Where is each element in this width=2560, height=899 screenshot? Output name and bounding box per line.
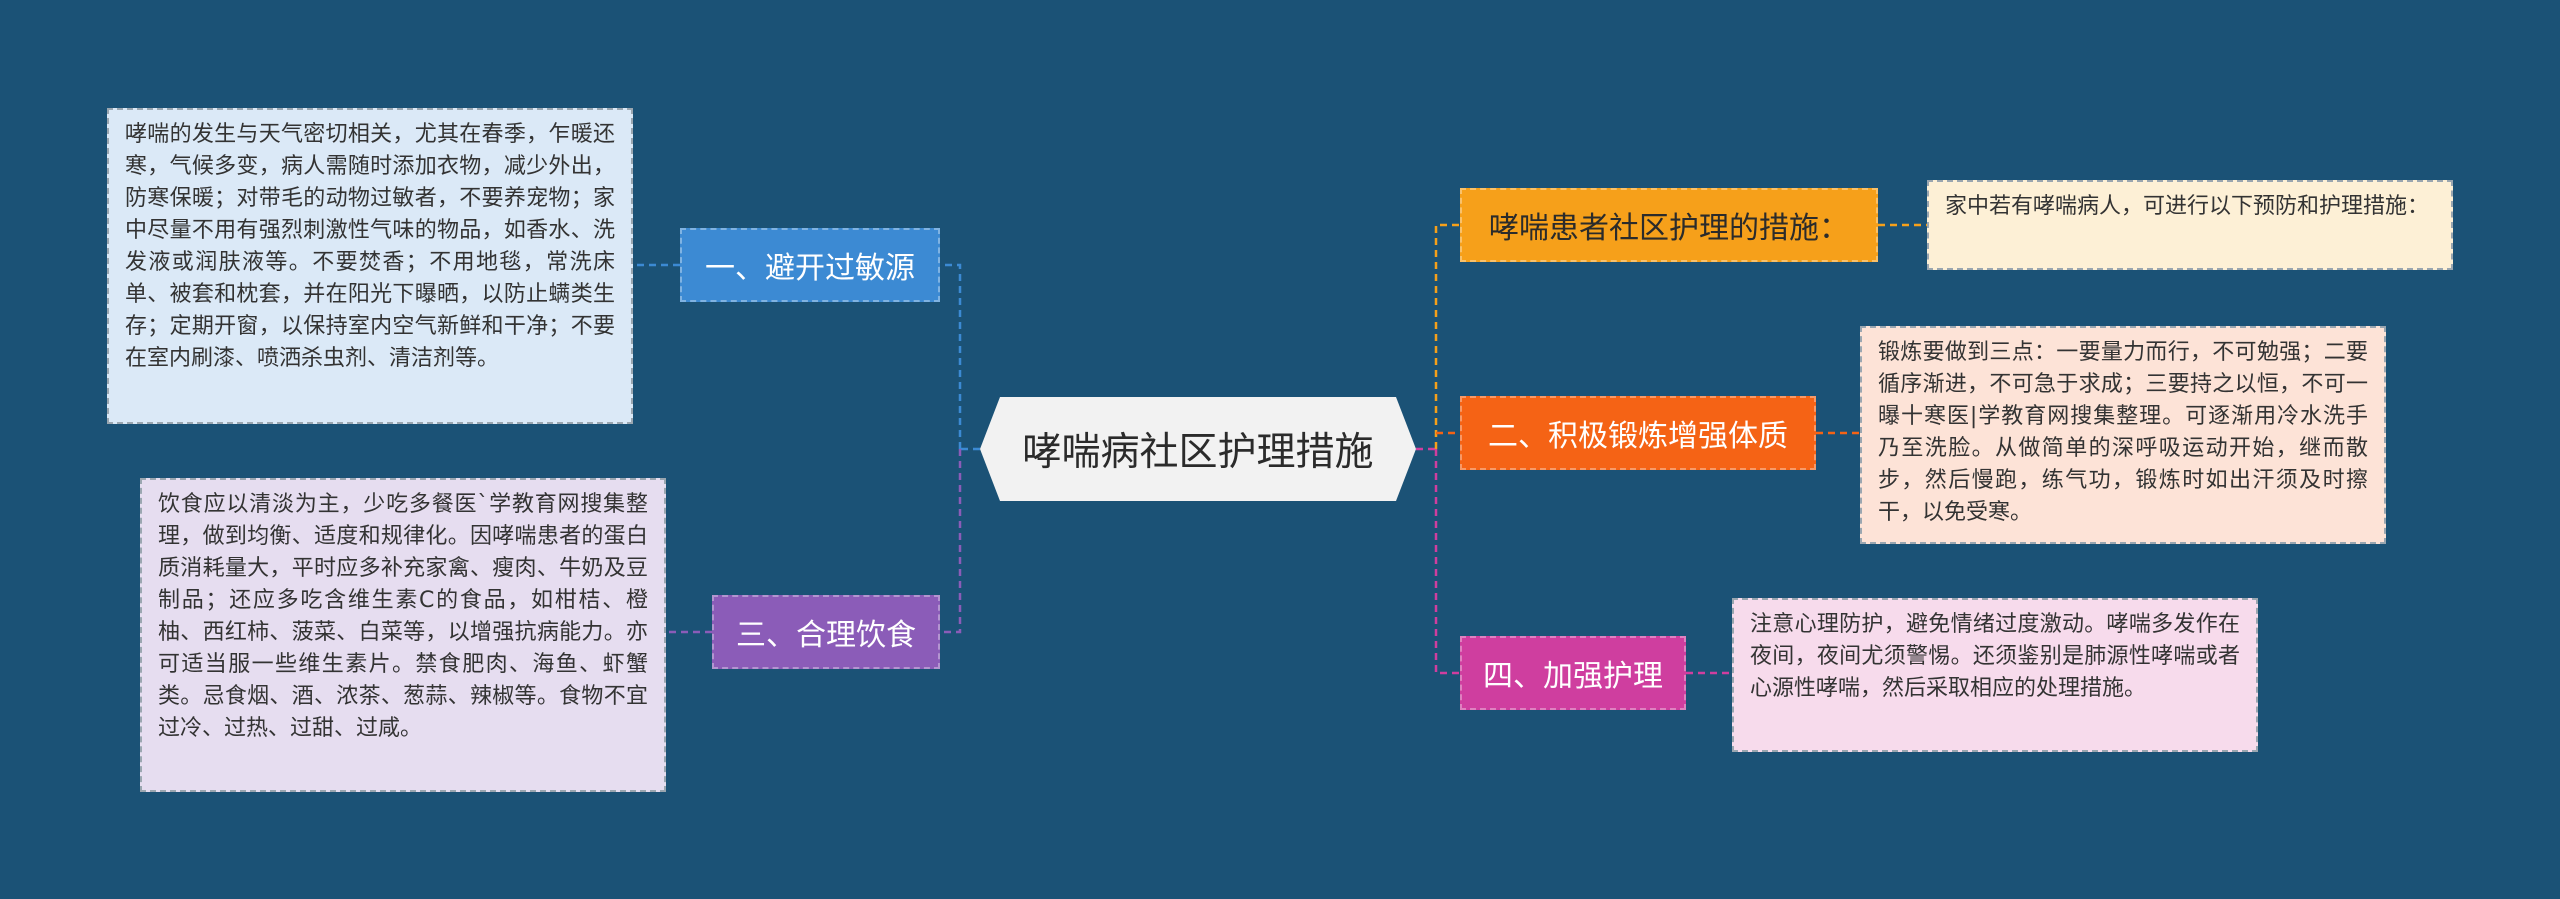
- connector-branch3: [940, 449, 962, 634]
- note-text: 锻炼要做到三点：一要量力而行，不可勉强；二要循序渐进，不可急于求成；三要持之以恒…: [1878, 340, 2368, 525]
- central-topic-label: 哮喘病社区护理措施: [1022, 430, 1374, 475]
- branch-community-care-measures[interactable]: 哮喘患者社区护理的措施：: [1460, 188, 1878, 262]
- branch-strengthen-care[interactable]: 四、加强护理: [1460, 636, 1686, 710]
- branch-label: 三、合理饮食: [736, 618, 916, 653]
- note-text: 哮喘的发生与天气密切相关，尤其在春季，乍暖还寒，气候多变，病人需随时添加衣物，减…: [125, 122, 615, 371]
- connector-branch1: [940, 263, 962, 449]
- branch-label: 二、积极锻炼增强体质: [1488, 419, 1788, 454]
- branch-label: 四、加强护理: [1483, 659, 1663, 694]
- note-avoid-allergens[interactable]: 哮喘的发生与天气密切相关，尤其在春季，乍暖还寒，气候多变，病人需随时添加衣物，减…: [107, 108, 633, 424]
- note-exercise[interactable]: 锻炼要做到三点：一要量力而行，不可勉强；二要循序渐进，不可急于求成；三要持之以恒…: [1860, 326, 2386, 544]
- branch-reasonable-diet[interactable]: 三、合理饮食: [712, 595, 940, 669]
- branch-avoid-allergens[interactable]: 一、避开过敏源: [680, 228, 940, 302]
- note-strengthen-care[interactable]: 注意心理防护，避免情绪过度激动。哮喘多发作在夜间，夜间尤须警惕。还须鉴别是肺源性…: [1732, 598, 2258, 752]
- note-text: 家中若有哮喘病人，可进行以下预防和护理措施：: [1945, 194, 2430, 219]
- connector-branch0: [1434, 223, 1460, 449]
- branch-label: 一、避开过敏源: [705, 251, 915, 286]
- central-topic[interactable]: 哮喘病社区护理措施: [980, 397, 1416, 501]
- note-reasonable-diet[interactable]: 饮食应以清淡为主，少吃多餐医`学教育网搜集整理，做到均衡、适度和规律化。因哮喘患…: [140, 478, 666, 792]
- connector-branch4: [1434, 449, 1460, 675]
- note-community-care-measures[interactable]: 家中若有哮喘病人，可进行以下预防和护理措施：: [1927, 180, 2453, 270]
- branch-label: 哮喘患者社区护理的措施：: [1489, 211, 1849, 246]
- branch-exercise[interactable]: 二、积极锻炼增强体质: [1460, 396, 1816, 470]
- note-text: 注意心理防护，避免情绪过度激动。哮喘多发作在夜间，夜间尤须警惕。还须鉴别是肺源性…: [1750, 612, 2240, 701]
- note-text: 饮食应以清淡为主，少吃多餐医`学教育网搜集整理，做到均衡、适度和规律化。因哮喘患…: [158, 492, 648, 741]
